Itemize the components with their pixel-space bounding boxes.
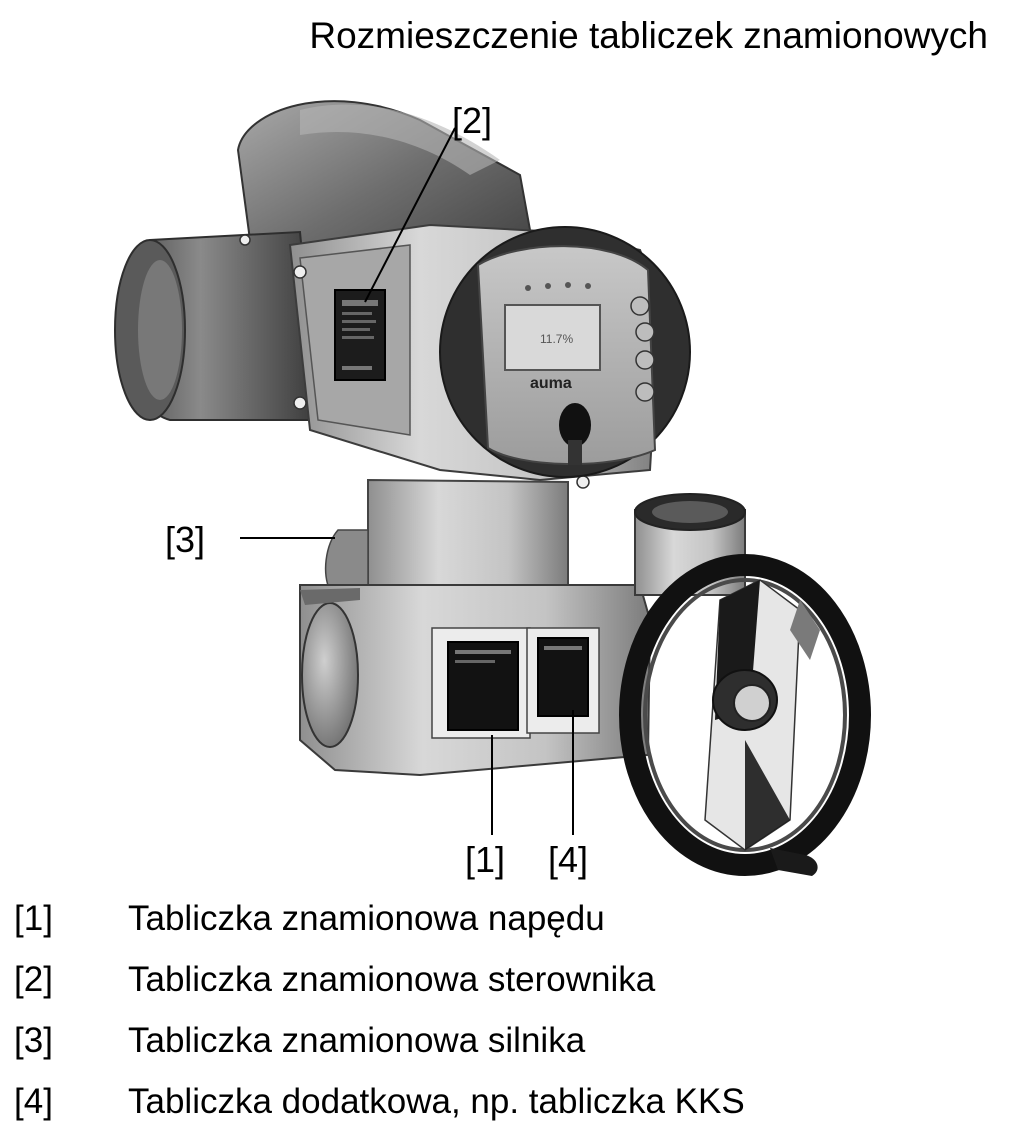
callout-4: [4] (548, 839, 588, 880)
led-indicator (545, 283, 551, 289)
legend-item: [4] Tabliczka dodatkowa, np. tabliczka K… (14, 1071, 1004, 1132)
led-indicator (525, 285, 531, 291)
legend-key: [3] (14, 1020, 53, 1060)
wheel-grip (770, 848, 818, 876)
legend: [1] Tabliczka znamionowa napędu [2] Tabl… (14, 888, 1004, 1132)
legend-text: Tabliczka dodatkowa, np. tabliczka KKS (128, 1081, 745, 1121)
panel-button (635, 350, 655, 370)
display-value: 11.7% (540, 332, 573, 346)
display-screen (504, 304, 601, 371)
legend-key: [2] (14, 959, 53, 999)
screw (293, 396, 307, 410)
nameplate-additional (526, 627, 600, 734)
control-panel: 11.7% auma (439, 226, 691, 478)
selector-switch (559, 403, 591, 447)
legend-item: [1] Tabliczka znamionowa napędu (14, 888, 1004, 949)
brand-logo: auma (530, 375, 572, 392)
screw (293, 265, 307, 279)
column (367, 478, 569, 601)
panel-button (635, 322, 655, 342)
led-indicator (565, 282, 571, 288)
legend-item: [3] Tabliczka znamionowa silnika (14, 1010, 1004, 1071)
leader-line-2 (364, 127, 456, 303)
legend-key: [4] (14, 1081, 53, 1121)
legend-text: Tabliczka znamionowa sterownika (128, 959, 656, 999)
callout-1: [1] (465, 839, 505, 880)
panel-button (630, 296, 650, 316)
legend-text: Tabliczka znamionowa silnika (128, 1020, 586, 1060)
panel-button (635, 382, 655, 402)
page-title: Rozmieszczenie tabliczek znamionowych (309, 15, 988, 56)
callout-2: [2] (452, 100, 492, 141)
nameplate-controller (334, 289, 386, 381)
led-indicator (585, 283, 591, 289)
legend-text: Tabliczka znamionowa napędu (128, 898, 605, 938)
legend-key: [1] (14, 898, 53, 938)
legend-item: [2] Tabliczka znamionowa sterownika (14, 949, 1004, 1010)
screw (239, 234, 251, 246)
screw (576, 475, 590, 489)
handwheel (619, 554, 871, 876)
nameplate-actuator (431, 627, 531, 739)
actuator-illustration: 11.7% auma (114, 100, 871, 880)
callout-3: [3] (165, 519, 205, 560)
